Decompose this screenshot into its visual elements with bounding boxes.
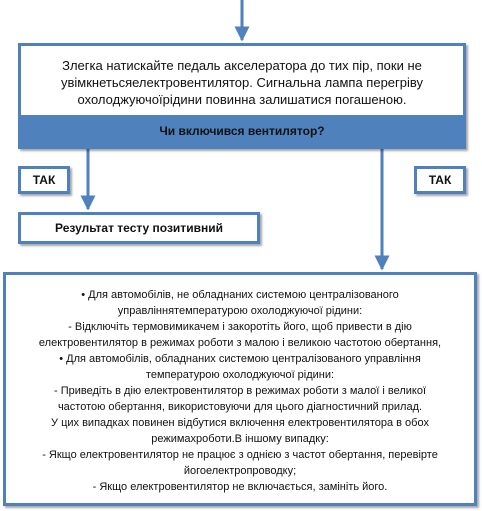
instruction-text: Злегка натискайте педаль акселератора до… <box>60 57 424 107</box>
yes-label-right-text: ТАК <box>428 173 452 187</box>
yes-label-right: ТАК <box>414 166 466 194</box>
info-line: електровентилятор в режимах роботи з мал… <box>38 337 442 349</box>
info-line: • Для автомобілів, обладнаних системою ц… <box>59 353 421 365</box>
info-line: частотою обертання, використовуючи для ц… <box>57 401 423 413</box>
info-line: управліннятемпературою охолоджуючої ріди… <box>117 305 363 317</box>
question-band: Чи включився вентилятор? <box>21 115 463 146</box>
info-text: • Для автомобілів, не обладнаних системо… <box>6 275 474 495</box>
result-text: Результат тесту позитивний <box>55 221 223 235</box>
info-box: • Для автомобілів, не обладнаних системо… <box>3 272 477 506</box>
info-line: температурою охолоджуючої рідини: <box>145 369 335 381</box>
info-line: - Якщо електровентилятор не працює з одн… <box>42 449 438 461</box>
info-line: режимахроботи.В іншому випадку: <box>151 433 329 445</box>
instruction-box: Злегка натискайте педаль акселератора до… <box>18 43 466 149</box>
info-line: • Для автомобілів, не обладнаних системо… <box>81 289 399 301</box>
result-box: Результат тесту позитивний <box>18 212 260 244</box>
info-line: - Приведіть в дію електровентилятор в ре… <box>53 385 426 397</box>
info-line: - Відключіть термовимикачем і закоротіть… <box>68 321 412 333</box>
info-line: У цих випадках повинен відбутися включен… <box>51 417 429 429</box>
yes-label-left: ТАК <box>18 166 70 194</box>
info-line: йогоелектропроводку; <box>183 465 297 477</box>
yes-label-left-text: ТАК <box>32 173 56 187</box>
info-line: - Якщо електровентилятор не включається,… <box>92 481 388 493</box>
